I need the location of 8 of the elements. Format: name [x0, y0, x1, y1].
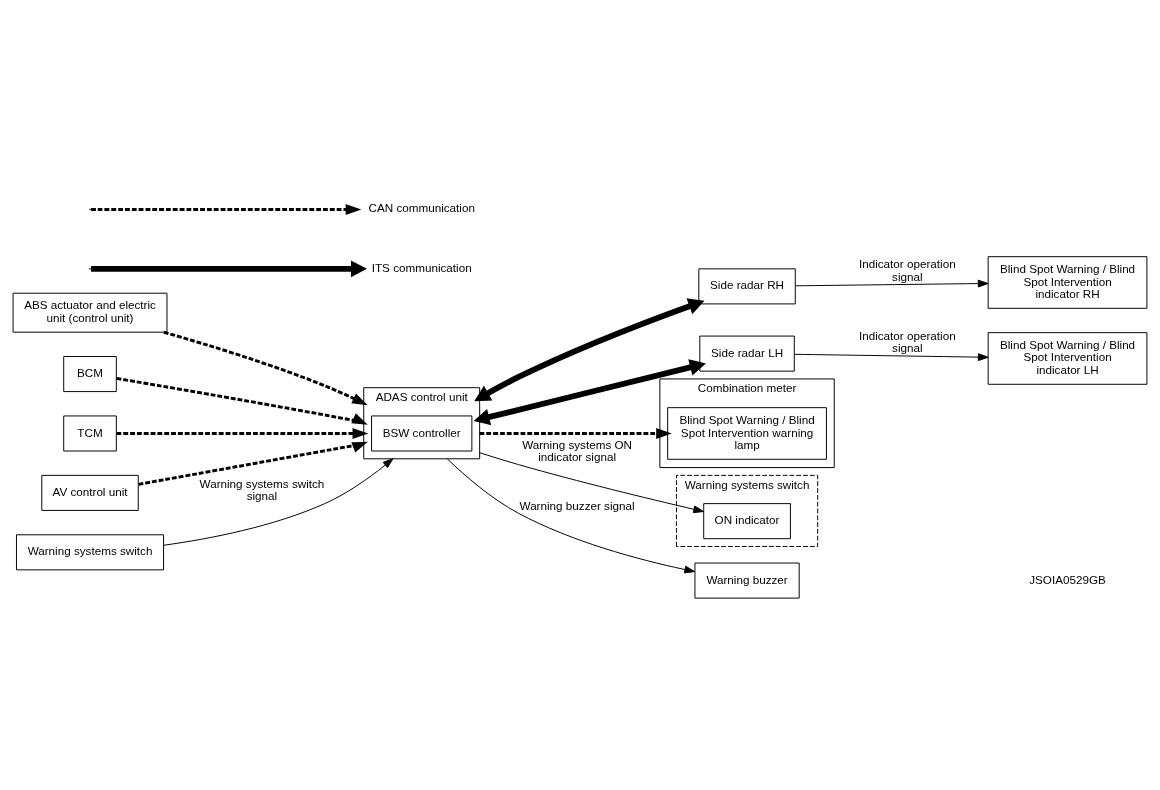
- edge-label: Warning buzzer signal: [519, 499, 635, 513]
- edge-label: Warning systems switch signal: [199, 476, 325, 503]
- legend-label: CAN communication: [368, 201, 475, 215]
- legend-label: ITS communication: [371, 260, 472, 274]
- edge-label: Warning systems ON indicator signal: [522, 437, 632, 464]
- edge-label: Indicator operation signal: [858, 257, 956, 284]
- edge-label: Indicator operation signal: [858, 328, 956, 355]
- label: JSOIA0529GB: [1029, 572, 1106, 586]
